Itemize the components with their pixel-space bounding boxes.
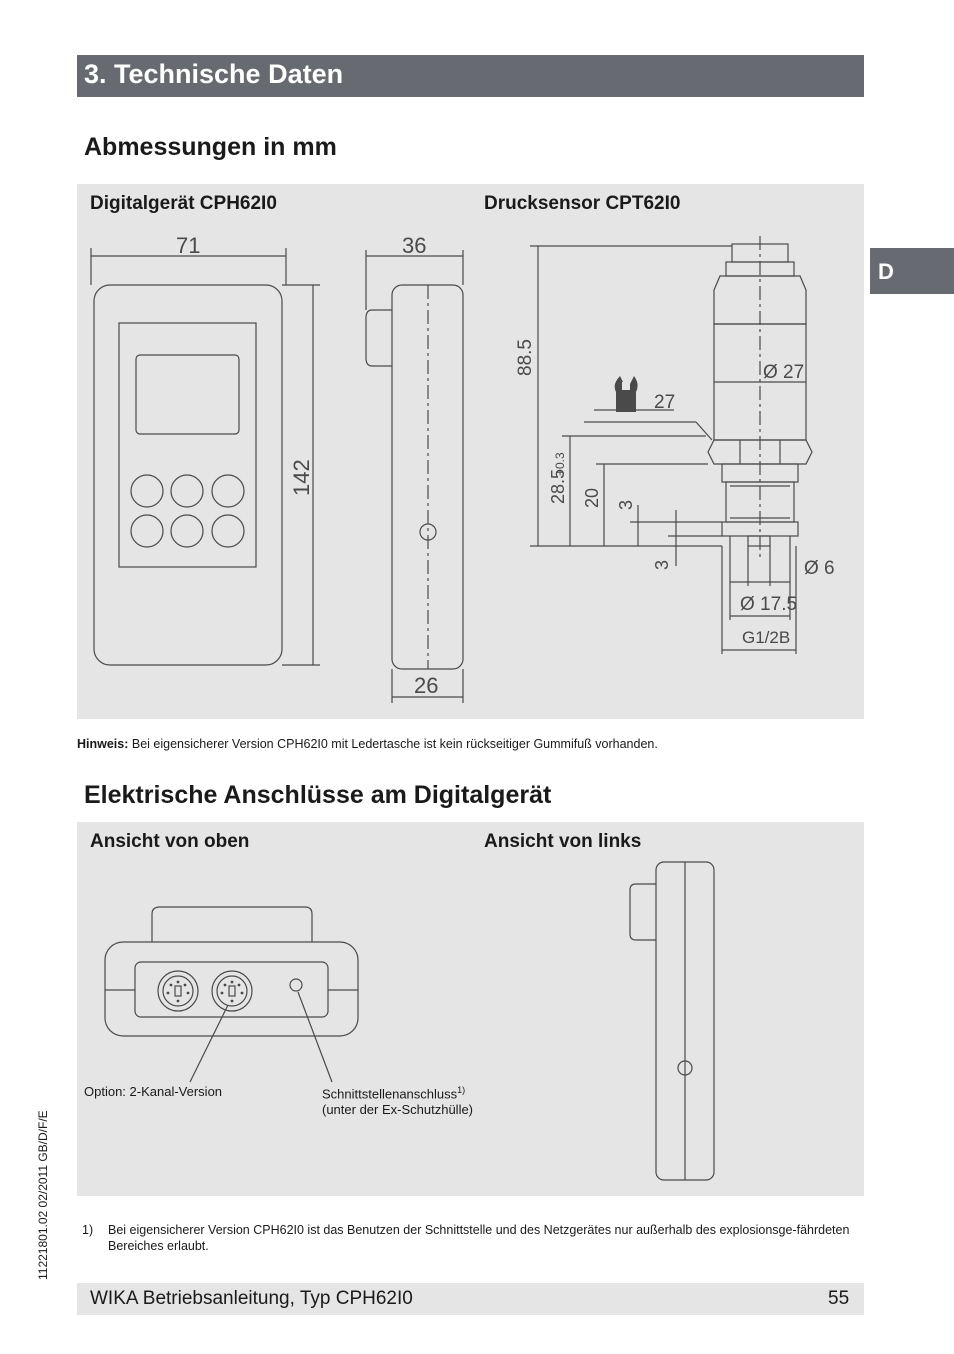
dim-wrench-size: 27 [654,392,675,413]
note-text: Bei eigensicherer Version CPH62I0 mit Le… [128,737,658,751]
connector-socket-1 [157,970,199,1012]
dim-device-depth-bottom: 26 [414,673,438,698]
section-title: 3. Technische Daten [84,59,344,89]
callout-interface: Schnittstellenanschluss1) (unter der Ex-… [322,1082,473,1118]
language-tab[interactable]: D [870,248,954,294]
dimensions-panel [77,184,864,719]
sensor-label: Drucksensor CPT62I0 [484,193,681,214]
device-side-outline [365,284,464,670]
dim-len-20: 20 [582,488,602,508]
sensor-outline [707,236,813,560]
electrical-heading: Elektrische Anschlüsse am Digitalgerät [84,781,552,809]
footnote-text: Bei eigensicherer Version CPH62I0 ist da… [108,1223,850,1253]
note-label: Hinweis: [77,737,129,751]
callout-line-left [189,1004,229,1083]
top-view-label: Ansicht von oben [90,831,250,852]
dim-device-width: 71 [176,233,200,258]
dimension-drawing: 71 36 142 26 88.5 Ø 27 27 28.5 +0.3 20 3… [90,233,835,703]
electrical-drawing [104,861,715,1181]
callout-interface-sup: 1) [457,1085,466,1095]
callout-line-right [297,991,333,1083]
dimensions-heading: Abmessungen in mm [84,133,337,161]
callout-two-channel: Option: 2-Kanal-Version [84,1084,223,1099]
page-number: 55 [828,1288,850,1309]
electrical-panel [77,822,864,1196]
footer-title: WIKA Betriebsanleitung, Typ CPH62I0 [90,1288,413,1309]
connector-pins [166,980,244,1003]
dim-diameter-175: Ø 17.5 [740,594,797,615]
device-top-outline [104,906,359,1037]
language-tab-label: D [878,259,894,284]
wrench-icon [614,376,638,412]
section-header-bar [77,55,864,97]
dim-len-3a: 3 [616,500,636,510]
callout-interface-text: Schnittstellenanschluss [322,1086,458,1102]
dim-len-3b: 3 [652,560,672,570]
device-left-outline [629,861,715,1181]
interface-port [289,978,303,992]
dim-thread-type: G1/2B [742,628,790,647]
dim-device-depth-top: 36 [402,233,426,258]
note: Hinweis: Bei eigensicherer Version CPH62… [77,737,658,751]
dim-sensor-length: 88.5 [515,339,536,376]
left-view-label: Ansicht von links [484,831,642,852]
document-code: 11221801.02 02/2011 GB/D/F/E [36,1110,50,1280]
dim-device-height: 142 [289,459,314,496]
dim-diameter-6: Ø 6 [804,558,835,579]
device-front-outline [93,284,283,666]
footnote-number: 1) [82,1223,94,1237]
connector-socket-2 [211,970,253,1012]
device-label: Digitalgerät CPH62I0 [90,193,277,214]
callout-interface-note: (unter der Ex-Schutzhülle) [322,1102,474,1118]
dim-sensor-diameter: Ø 27 [763,362,804,383]
footer-bar [77,1283,864,1315]
dim-thread-tolerance: +0.3 [553,452,567,476]
dim-thread-length: 28.5 [548,469,568,504]
